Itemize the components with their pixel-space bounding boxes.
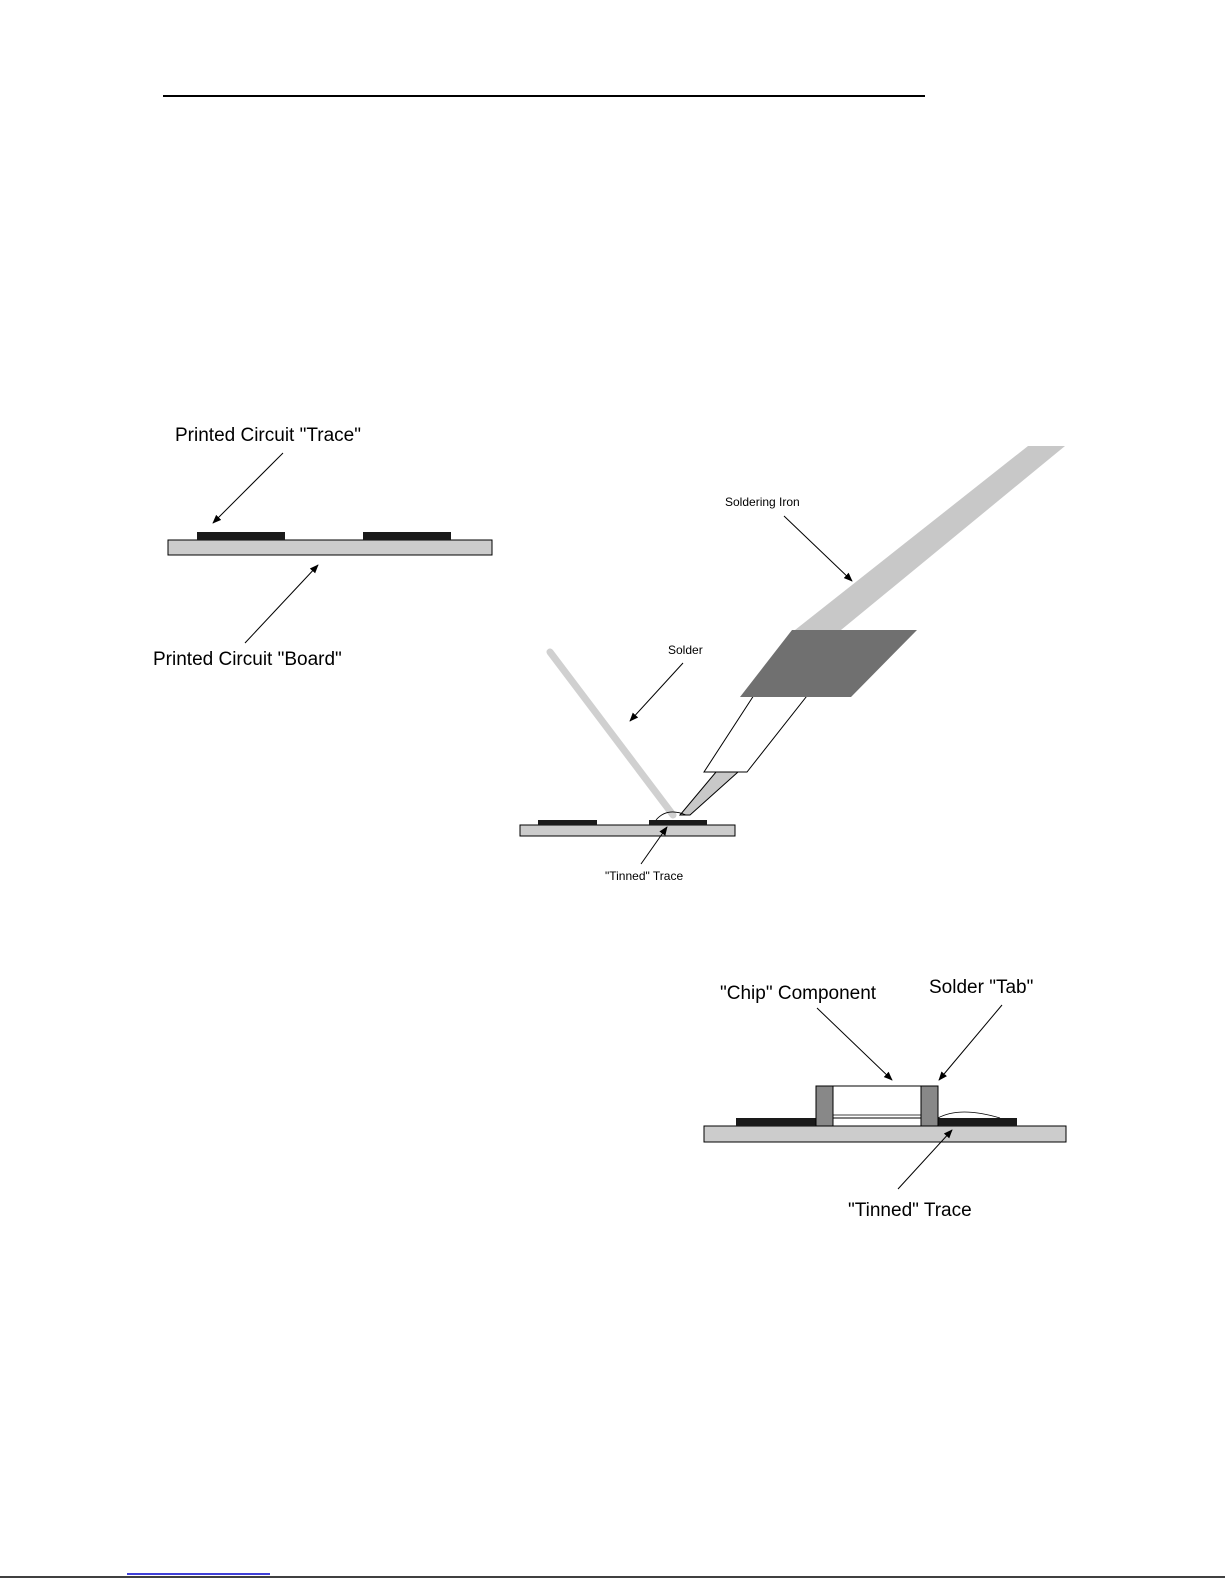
- board-arrow: [245, 565, 318, 643]
- chip-label: "Chip" Component: [720, 983, 877, 1004]
- tab-arrow: [939, 1005, 1002, 1080]
- tab-label: Solder "Tab": [929, 977, 1033, 998]
- tinned-label-2: "Tinned" Trace: [605, 869, 683, 883]
- pcb-board-2: [520, 825, 735, 836]
- pcb-board-3: [704, 1126, 1066, 1142]
- soldering-iron-element: [704, 692, 810, 772]
- solder-tab-right: [921, 1086, 938, 1126]
- trace-arrow: [213, 453, 283, 523]
- pcb-trace-2-left: [538, 820, 597, 825]
- solder-fillet: [938, 1112, 1000, 1118]
- solder-wire: [550, 652, 673, 815]
- solder-arrow: [630, 663, 683, 721]
- soldering-iron-tip: [680, 772, 738, 815]
- pcb-board: [168, 540, 492, 555]
- pcb-trace-right: [363, 532, 451, 540]
- solder-tab-left: [816, 1086, 833, 1126]
- figure-bare-board: Printed Circuit "Trace" Printed Circuit …: [153, 425, 492, 670]
- trace-label: Printed Circuit "Trace": [175, 425, 361, 446]
- chip-body: [816, 1086, 938, 1118]
- tinned-label-3: "Tinned" Trace: [848, 1200, 972, 1221]
- soldering-iron-grip: [740, 630, 917, 697]
- board-label: Printed Circuit "Board": [153, 649, 342, 670]
- solder-label: Solder: [668, 643, 703, 657]
- soldering-iron-shaft: [795, 446, 1065, 630]
- pcb-trace-left: [197, 532, 285, 540]
- soldering-iron-arrow: [784, 516, 852, 581]
- chip-arrow: [817, 1008, 892, 1080]
- figure-tinning: Soldering Iron Solder "Tinned" Trace: [520, 446, 1065, 883]
- pcb-trace-2-right: [649, 820, 707, 825]
- soldering-iron-label: Soldering Iron: [725, 495, 800, 509]
- figure-chip: "Chip" Component Solder "Tab" "Tinned" T…: [704, 977, 1066, 1221]
